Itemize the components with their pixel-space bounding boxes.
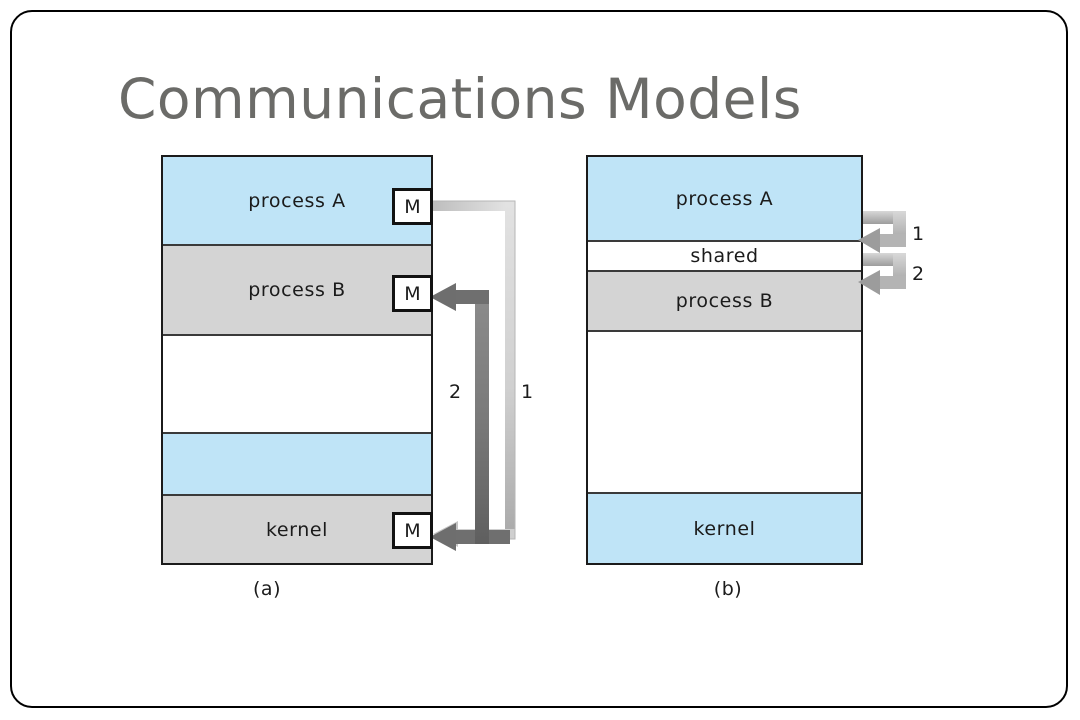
band-process-b: process B [163,246,431,334]
mbox-label: M [404,519,421,542]
caption-b: (b) [713,578,743,600]
memory-stack-a: process A process B kernel [161,155,433,565]
band-label-process-a: process A [248,189,346,212]
arrow-number-1: 1 [521,381,534,403]
band-label-shared: shared [690,245,759,267]
band-kernel: kernel [163,496,431,563]
mbox-label: M [404,282,421,305]
band-divider [588,330,861,332]
band-label-process-a: process A [675,187,774,210]
diagram-message-passing: process A process B kernel [0,0,560,620]
mbox-process-b: M [392,275,433,312]
band-empty-upper [163,336,431,432]
arrow-number-2: 2 [449,381,462,403]
band-divider [163,244,431,246]
band-process-b: process B [588,272,861,330]
slide-border [10,10,1068,708]
band-divider [588,270,861,272]
arrow-number-2: 2 [912,263,925,285]
band-divider [163,494,431,496]
arrow-number-1: 1 [912,223,925,245]
mbox-label: M [404,195,421,218]
arrow-1-light [432,200,516,547]
band-process-a: process A [163,157,431,244]
band-empty-lower [588,332,861,492]
band-kernel: kernel [588,494,861,563]
band-label-kernel: kernel [693,517,756,540]
band-process-a: process A [588,157,861,240]
band-label-process-b: process B [248,279,346,301]
mbox-process-a: M [392,188,433,225]
band-label-process-b: process B [675,290,774,312]
band-divider [588,492,861,494]
arrow-2-dark [430,283,510,551]
band-divider [163,334,431,336]
memory-stack-b: process A shared process B kernel [586,155,863,565]
page-title: Communications Models [118,67,802,131]
band-divider [163,432,431,434]
band-label-kernel: kernel [265,518,329,541]
mbox-kernel: M [392,512,433,549]
diagram-shared-memory: process A shared process B kernel [520,0,1080,620]
arrow-2-hook [858,253,906,295]
band-divider [588,240,861,242]
caption-a: (a) [253,578,281,600]
band-shared: shared [588,242,861,270]
band-blue-strip [163,434,431,494]
arrow-1-hook [858,211,906,253]
